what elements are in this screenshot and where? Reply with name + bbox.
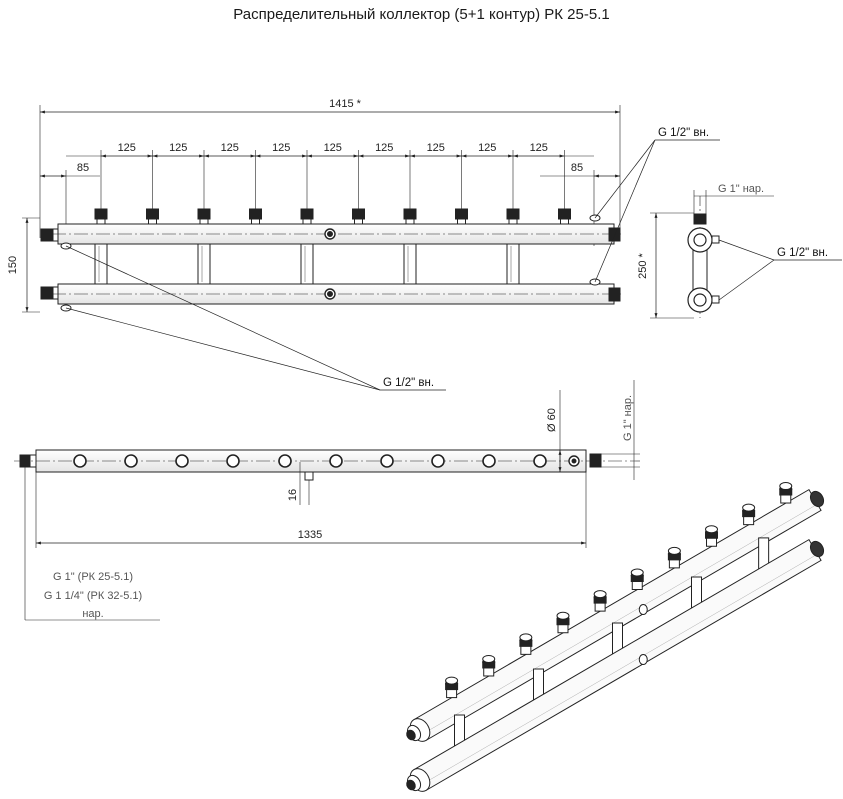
outlet-fitting-lower-right <box>608 287 621 302</box>
top-port-10 <box>533 454 547 468</box>
spacing-label-9: 125 <box>530 142 548 154</box>
spacing-dimension-labels: 125 125 125 125 125 125 125 125 125 <box>118 142 548 154</box>
drawing-title: Распределительный коллектор (5+1 контур)… <box>233 6 610 23</box>
outlet-fitting-6 <box>352 208 365 220</box>
callout-g-half-inner-bottom: G 1/2" вн. <box>383 377 434 389</box>
bridge-1 <box>94 243 108 285</box>
top-drain-port <box>304 471 314 481</box>
bridge-4 <box>403 243 417 285</box>
bridge-2 <box>197 243 211 285</box>
top-inlet-fitting <box>19 454 31 468</box>
spacing-dimension-chain <box>66 150 594 209</box>
top-port-6 <box>329 454 343 468</box>
spacing-label-8: 125 <box>478 142 496 154</box>
side-top-fitting <box>693 213 707 225</box>
callout-g-half-inner-side: G 1/2" вн. <box>777 247 828 259</box>
top-view-ports <box>73 454 580 468</box>
top-port-9 <box>482 454 496 468</box>
outlet-fitting-upper-right <box>608 227 621 242</box>
bridge-connectors <box>94 243 520 285</box>
outlet-fitting-9 <box>506 208 520 220</box>
outlet-fitting-7 <box>403 208 417 220</box>
outlet-fitting-2 <box>146 208 159 220</box>
top-port-4 <box>226 454 240 468</box>
connection-note-line1: G 1" (РК 25-5.1) <box>53 571 133 583</box>
outlet-fitting-5 <box>300 208 314 220</box>
inlet-fitting-lower-left <box>40 286 54 300</box>
iso-pipe-outlet-1 <box>809 490 825 508</box>
top-port-1 <box>73 454 87 468</box>
top-port-7 <box>380 454 394 468</box>
top-port-3 <box>175 454 189 468</box>
outlet-fitting-8 <box>455 208 468 220</box>
edge-left-dimension-label: 85 <box>77 162 89 174</box>
height-dimension-label: 150 <box>7 256 19 274</box>
side-height-dimension-label: 250 * <box>637 252 649 278</box>
spacing-label-2: 125 <box>169 142 187 154</box>
overall-dimension-label: 1415 * <box>329 98 362 110</box>
inlet-fitting-upper-left <box>40 228 54 242</box>
top-port-5 <box>278 454 292 468</box>
outlet-fitting-1 <box>94 208 108 220</box>
front-view <box>22 105 720 391</box>
callout-g-half-inner-top: G 1/2" вн. <box>658 127 709 139</box>
iso-side-port-2 <box>638 654 648 665</box>
top-port-8 <box>431 454 445 468</box>
top-view <box>14 380 640 621</box>
spacing-label-4: 125 <box>272 142 290 154</box>
diameter-label: Ø 60 <box>546 408 558 432</box>
callout-g-one-outer-side: G 1" нар. <box>718 183 764 195</box>
isometric-view <box>406 482 825 792</box>
outlet-fitting-10 <box>558 208 571 220</box>
top-view-labels: 1335 Ø 60 G 1" нар. 16 G 1" (РК 25-5.1) … <box>44 395 634 620</box>
outlet-fittings <box>94 208 571 225</box>
outlet-fitting-3 <box>197 208 211 220</box>
iso-side-port-1 <box>638 604 648 615</box>
spacing-label-1: 125 <box>118 142 136 154</box>
edge-right-dimension-label: 85 <box>571 162 583 174</box>
bridge-5 <box>506 243 520 285</box>
front-view-labels: 1415 * 85 85 150 G 1/2" вн. G 1/2" вн. 1… <box>7 98 709 389</box>
top-outlet-fitting <box>589 453 602 468</box>
connection-note-line2: G 1 1/4" (РК 32-5.1) <box>44 590 142 602</box>
top-port-2 <box>124 454 138 468</box>
iso-lower-pipe <box>413 538 822 792</box>
iso-pipe-outlet-2 <box>809 540 825 558</box>
spacing-label-7: 125 <box>427 142 445 154</box>
iso-upper-pipe <box>413 488 822 742</box>
callout-g-one-outer-top: G 1" нар. <box>622 395 634 441</box>
spacing-label-3: 125 <box>221 142 239 154</box>
spacing-label-5: 125 <box>324 142 342 154</box>
connection-note-line3: нар. <box>82 608 103 620</box>
side-view <box>650 190 842 319</box>
spacing-label-6: 125 <box>375 142 393 154</box>
side-view-labels: G 1" нар. G 1/2" вн. 250 * <box>637 183 828 279</box>
offset-dimension-label: 16 <box>287 489 299 501</box>
outlet-fitting-4 <box>249 208 262 220</box>
bridge-3 <box>300 243 314 285</box>
length-dimension-label: 1335 <box>298 529 322 541</box>
